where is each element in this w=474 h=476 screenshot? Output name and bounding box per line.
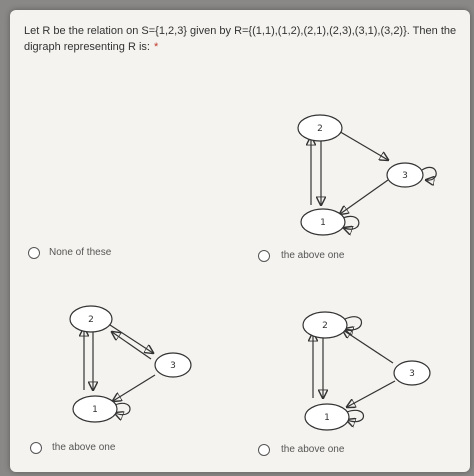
loop-2 (345, 316, 362, 330)
node-3-label: 3 (409, 369, 415, 379)
required-marker: * (153, 41, 159, 53)
option-none-of-these-radio[interactable] (28, 247, 40, 259)
option-above-one-b-radio[interactable] (30, 442, 42, 454)
node-1 (72, 395, 118, 423)
edge-3-1 (347, 380, 396, 407)
digraph-bottom-left: 2 3 1 (69, 305, 192, 423)
digraph-top: 2 3 1 (297, 114, 437, 236)
digraph-bottom-right: 2 3 1 (302, 311, 431, 431)
node-2-label: 2 (317, 124, 323, 134)
loop-1 (115, 402, 131, 414)
edge-3-2 (112, 332, 152, 360)
loop-1 (347, 409, 364, 421)
node-2-label: 2 (88, 315, 94, 325)
option-none-of-these-label[interactable]: None of these (49, 247, 112, 258)
option-above-one-c-label[interactable]: the above one (281, 444, 345, 455)
edge-3-1 (113, 374, 156, 401)
node-1-label: 1 (320, 218, 326, 228)
node-2 (297, 114, 343, 142)
option-above-one-c-radio[interactable] (258, 444, 270, 456)
option-above-one-b-label[interactable]: the above one (52, 442, 116, 453)
node-3 (393, 360, 431, 386)
node-1 (300, 208, 346, 236)
node-3-label: 3 (170, 361, 176, 371)
node-1 (304, 403, 350, 431)
node-2-label: 2 (322, 321, 328, 331)
edge-2-3 (336, 129, 388, 160)
edge-3-2 (343, 330, 394, 364)
edge-2-3 (109, 324, 153, 353)
loop-1 (343, 215, 360, 229)
node-3 (154, 352, 192, 378)
node-2 (69, 305, 113, 333)
node-2 (302, 311, 348, 339)
question-card: Let R be the relation on S={1,2,3} given… (10, 10, 470, 472)
node-3-label: 3 (402, 171, 408, 181)
question-text-block: Let R be the relation on S={1,2,3} given… (24, 23, 464, 55)
option-above-one-a-label[interactable]: the above one (281, 250, 345, 261)
edge-3-1 (340, 179, 389, 214)
question-text: Let R be the relation on S={1,2,3} given… (24, 25, 457, 53)
node-1-label: 1 (92, 405, 98, 415)
node-1-label: 1 (324, 413, 330, 423)
node-3 (386, 162, 424, 188)
loop-3 (421, 167, 437, 180)
option-above-one-a-radio[interactable] (258, 250, 270, 262)
